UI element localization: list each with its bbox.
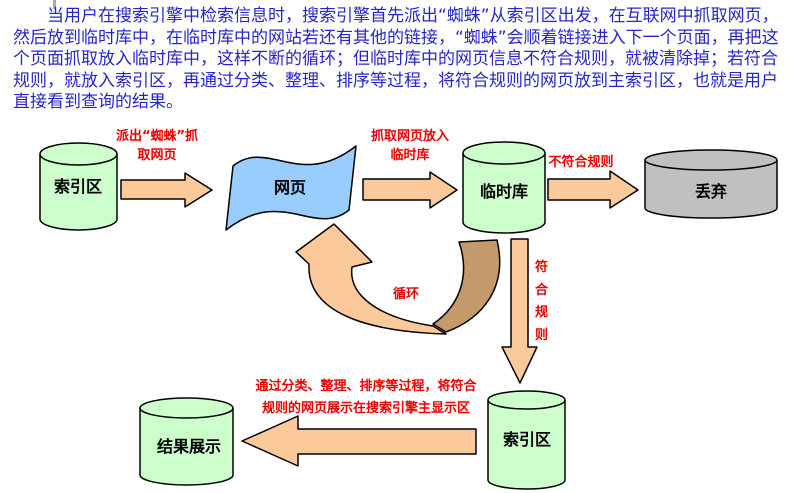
arrow-grab-to-temp xyxy=(362,171,458,209)
label-temp-store: 临时库 xyxy=(479,182,528,201)
wave-webpage xyxy=(225,145,357,231)
label-not-match-rule: 不符合规则 xyxy=(548,155,614,170)
loop-arrow-up-branch xyxy=(295,223,447,335)
label-webpage: 网页 xyxy=(273,178,306,197)
cylinder-index-area-top xyxy=(39,142,118,231)
cylinder-index-area-bottom xyxy=(487,390,566,490)
stray-mark xyxy=(53,0,56,9)
cylinder-top xyxy=(462,141,546,165)
cylinder-body xyxy=(644,160,778,219)
label-match-rule: 符合规则 xyxy=(534,260,548,343)
label-grab-to-temp: 抓取网页放入 临时库 xyxy=(340,127,480,165)
label-result-display: 结果展示 xyxy=(156,437,221,456)
cylinder-top xyxy=(487,390,566,410)
cylinder-discard xyxy=(644,149,778,219)
cylinder-body xyxy=(139,408,234,486)
label-dispatch-spider-line1: 派出“蜘蛛”抓 xyxy=(115,129,199,144)
label-index-area-top: 索引区 xyxy=(53,177,102,196)
intro-paragraph: 当用户在搜索引擎中检索信息时，搜索引擎首先派出“蜘蛛”从索引区出发，在互联网中抓… xyxy=(13,6,779,112)
cylinder-body xyxy=(39,154,118,231)
label-grab-to-temp-line2: 临时库 xyxy=(390,148,430,163)
cylinder-top xyxy=(139,397,234,419)
label-discard: 丢弃 xyxy=(694,182,727,201)
cylinder-body xyxy=(462,153,546,234)
cylinder-body xyxy=(487,400,566,490)
cylinder-temp-store xyxy=(462,141,546,234)
label-loop: 循环 xyxy=(392,287,419,302)
label-to-display-line2: 规则的网页展示在搜索引擎主显示区 xyxy=(261,400,470,416)
cylinder-top xyxy=(39,142,118,166)
cylinder-result-display xyxy=(139,397,234,486)
label-dispatch-spider-line2: 取网页 xyxy=(137,148,177,163)
label-dispatch-spider: 派出“蜘蛛”抓 取网页 xyxy=(87,127,227,165)
label-to-display: 通过分类、整理、排序等过程，将符合 规则的网页展示在搜索引擎主显示区 xyxy=(240,376,492,419)
label-to-display-line1: 通过分类、整理、排序等过程，将符合 xyxy=(255,379,477,394)
arrow-match-rule xyxy=(501,238,538,384)
cylinder-top xyxy=(644,149,778,171)
arrow-to-display xyxy=(241,415,477,467)
label-grab-to-temp-line1: 抓取网页放入 xyxy=(370,129,449,144)
arrow-dispatch-spider xyxy=(120,172,213,208)
arrow-not-match-rule xyxy=(547,170,639,209)
label-index-area-bottom: 索引区 xyxy=(502,430,551,449)
loop-arrow-down-branch xyxy=(432,239,501,333)
